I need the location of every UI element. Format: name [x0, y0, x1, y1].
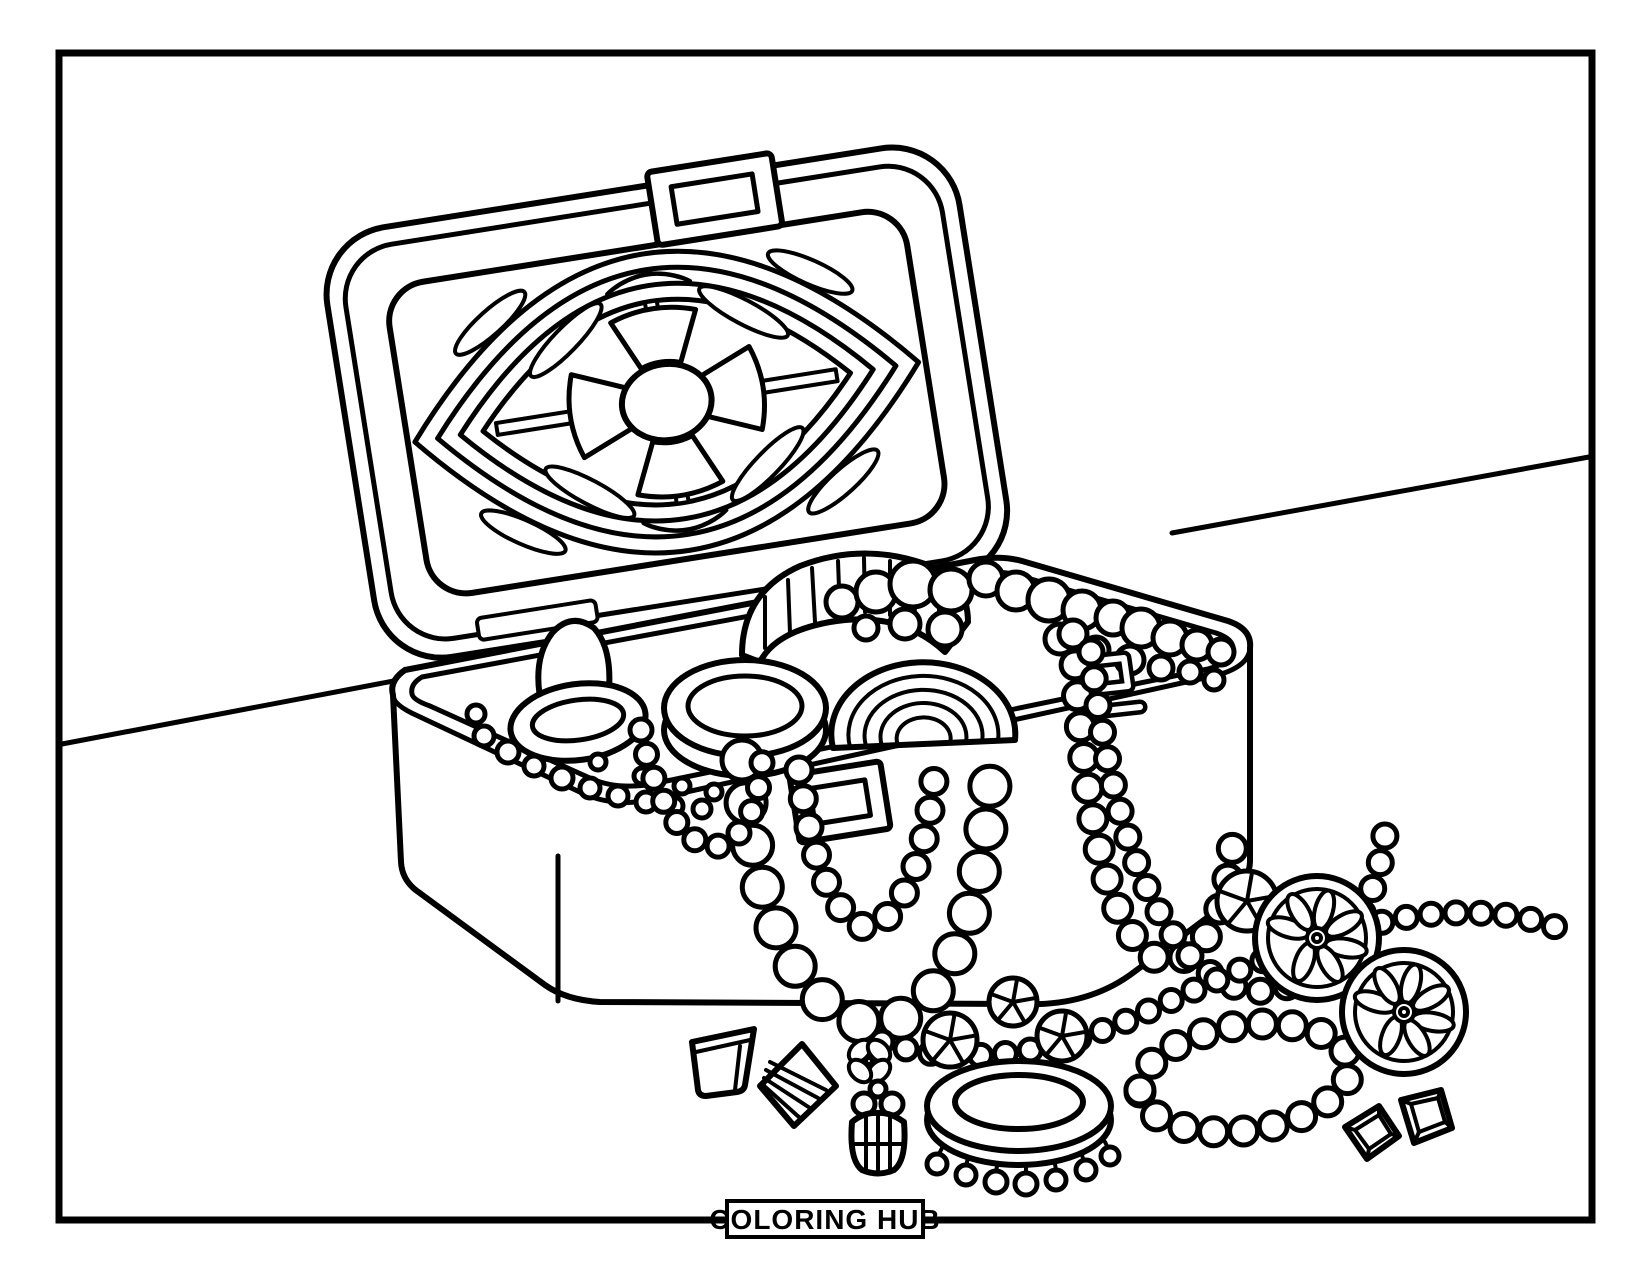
- charm-bangle: [924, 1058, 1122, 1198]
- pearl-bracelet: [1123, 1007, 1364, 1149]
- coin-2-flower: [1352, 962, 1456, 1058]
- gem-cluster: [848, 1078, 908, 1177]
- strand-front-big-u: [719, 737, 1013, 1044]
- lid-hinge-slot: [474, 598, 600, 642]
- gem-diamond: [757, 1041, 839, 1129]
- lid-medallion: [412, 248, 922, 556]
- flower-charm: [846, 1037, 893, 1085]
- round-compact: [661, 657, 829, 779]
- strand-front-inner-u: [783, 754, 950, 942]
- lid-clasp: [644, 150, 785, 248]
- gem-square-1: [1342, 1103, 1402, 1162]
- footer-label-box: [725, 1199, 925, 1239]
- coin-1: [1252, 873, 1382, 1003]
- beachball-bead: [1034, 1008, 1090, 1064]
- jewelry-box-lid: [323, 144, 1011, 661]
- floor-line: [59, 454, 1592, 747]
- ring-with-stone: [507, 618, 649, 764]
- footer-label-text: COLORING HUB: [709, 1204, 940, 1235]
- gem-trapezoid: [689, 1026, 757, 1099]
- beachball-bead: [986, 975, 1040, 1029]
- pearl-strands: [627, 617, 1568, 1149]
- beachball-bead: [920, 1010, 980, 1070]
- bangle-dangles: [924, 1140, 1122, 1198]
- gem-square-2: [1398, 1087, 1455, 1146]
- footer-label: COLORING HUB: [709, 1199, 940, 1239]
- strand-front-left-u: [627, 716, 776, 860]
- striped-shell-front: [828, 659, 1019, 751]
- coin-1-flower: [1265, 888, 1369, 984]
- coin-2: [1339, 947, 1469, 1077]
